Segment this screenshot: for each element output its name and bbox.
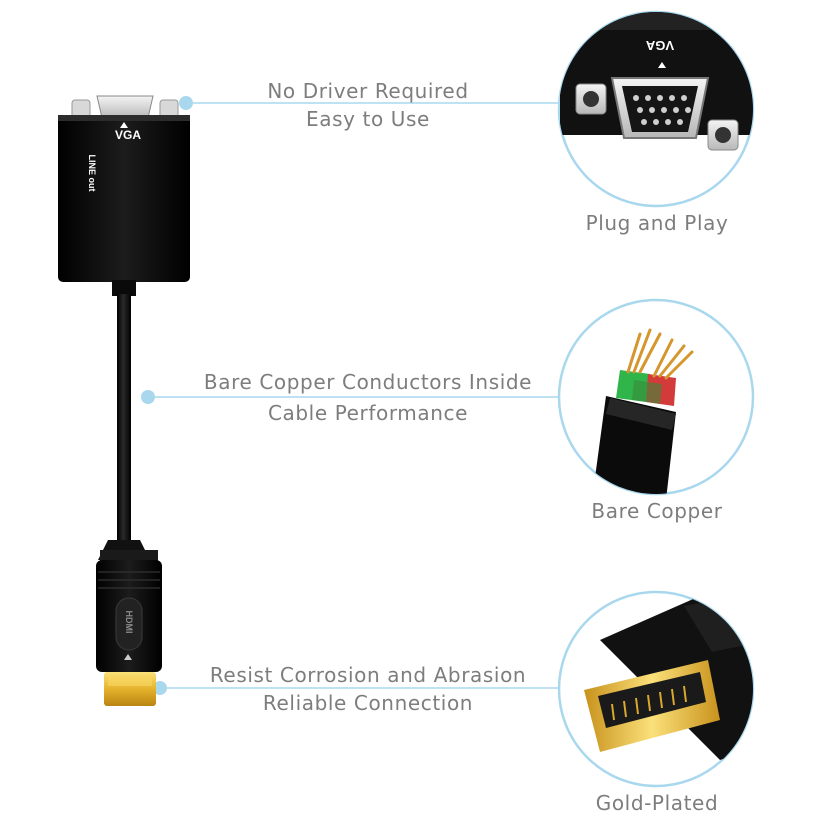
line-dot: [141, 390, 155, 404]
feature-1-text: No Driver Required Easy to Use: [218, 77, 518, 133]
cable: [117, 294, 131, 544]
feature-1-line1: No Driver Required: [267, 79, 469, 103]
feature-2-caption: Bare Copper: [591, 499, 723, 523]
hdmi-connector: [96, 540, 162, 706]
feature-1-caption: Plug and Play: [585, 211, 729, 235]
vga-port-label: VGA: [645, 38, 675, 53]
feature-2-text: Bare Copper Conductors Inside Cable Perf…: [178, 367, 558, 429]
feature-2-line1: Bare Copper Conductors Inside: [203, 370, 533, 394]
vga-label: VGA: [114, 128, 141, 142]
feature-connector-lines: [141, 96, 562, 695]
line-dot: [179, 96, 193, 110]
line-out-label: LINE out: [87, 154, 97, 192]
feature-3-caption: Gold-Plated: [595, 791, 719, 815]
vga-connector: [58, 95, 190, 296]
feature-2-line2: Cable Performance: [267, 401, 469, 425]
vga-port-closeup: [560, 12, 753, 151]
line-dot: [153, 681, 167, 695]
feature-3-line2: Reliable Connection: [262, 691, 474, 715]
feature-3-text: Resist Corrosion and Abrasion Reliable C…: [178, 661, 558, 717]
hdmi-label: HDMI: [124, 610, 134, 634]
copper-wire-closeup: [592, 328, 694, 494]
feature-1-line2: Easy to Use: [306, 107, 430, 131]
feature-3-line1: Resist Corrosion and Abrasion: [209, 663, 527, 687]
